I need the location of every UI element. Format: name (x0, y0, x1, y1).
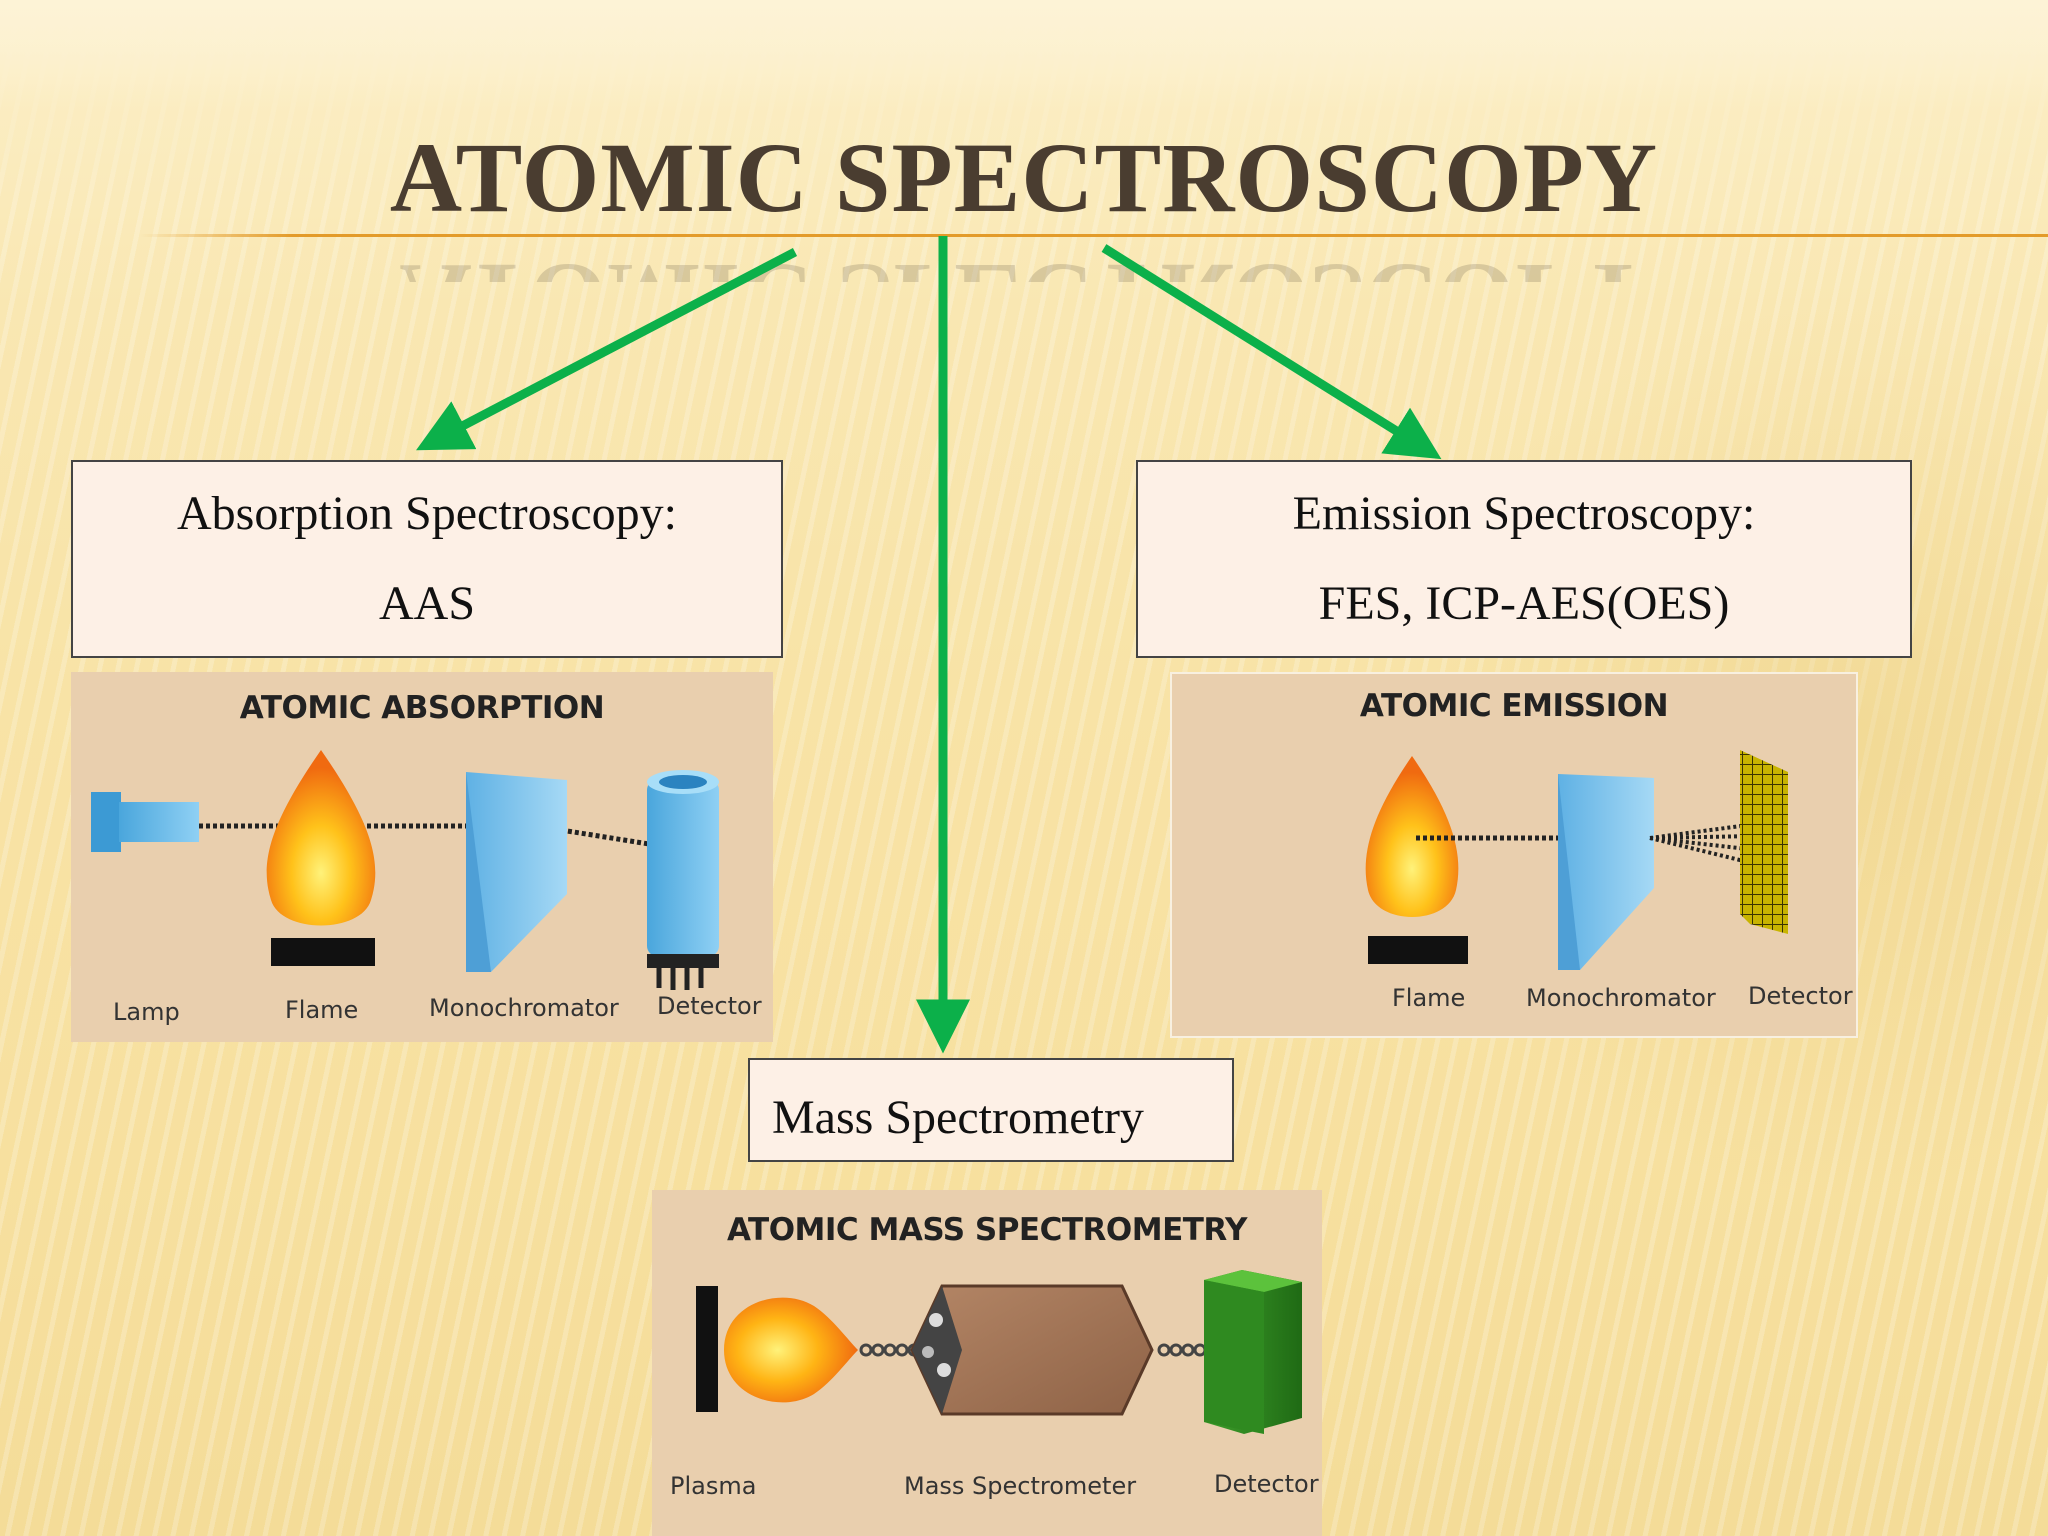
absorption-technique: AAS (378, 577, 476, 630)
flame-label: Flame (285, 996, 359, 1024)
detector-tube-icon (647, 770, 719, 990)
detector-array-icon (1740, 750, 1788, 934)
emission-illustration (1365, 750, 1788, 970)
diagram-title: ATOMIC MASS SPECTROMETRY (726, 1212, 1248, 1248)
diagram-title: ATOMIC ABSORPTION (239, 690, 605, 726)
monochromator-label: Monochromator (429, 994, 619, 1022)
lamp-label: Lamp (113, 998, 180, 1026)
atomic-absorption-diagram: ATOMIC ABSORPTION Lamp Flame Monochromat… (71, 672, 773, 1042)
lamp-icon (91, 792, 199, 852)
page-title: ATOMIC SPECTROSCOPY (389, 122, 1659, 233)
mass-spectrometry-box: Mass Spectrometry (748, 1058, 1234, 1162)
detector-label: Detector (657, 992, 762, 1020)
arrow-to-absorption (416, 248, 798, 451)
absorption-spectroscopy-box: Absorption Spectroscopy: AAS (71, 460, 783, 658)
background-glow (0, 0, 2048, 110)
dispersed-beams (1649, 822, 1757, 866)
atomic-emission-diagram: ATOMIC EMISSION Flame Monochromator Dete… (1170, 672, 1858, 1038)
mass-spectrometer-label: Mass Spectrometer (904, 1472, 1137, 1500)
mass-spectrometry-label: Mass Spectrometry (772, 1091, 1144, 1144)
detector-box-icon (1204, 1270, 1302, 1434)
monochromator-prism-icon (466, 772, 567, 972)
mass-spectrometry-illustration (696, 1270, 1302, 1434)
light-beam-exit (560, 827, 650, 847)
atomic-mass-spectrometry-diagram: ATOMIC MASS SPECTROMETRY Plasma Mass Spe… (652, 1190, 1322, 1536)
plasma-label: Plasma (670, 1472, 757, 1500)
title-underline (140, 234, 2048, 237)
flame-icon (1365, 756, 1468, 964)
plasma-icon (724, 1297, 858, 1403)
absorption-illustration (91, 750, 719, 990)
mass-spectrometer-icon (910, 1284, 1154, 1416)
diagram-title: ATOMIC EMISSION (1359, 688, 1669, 724)
flame-label: Flame (1392, 984, 1466, 1012)
emission-spectroscopy-box: Emission Spectroscopy: FES, ICP-AES(OES) (1136, 460, 1912, 658)
plasma-torch-plate (696, 1286, 718, 1412)
emission-heading: Emission Spectroscopy: (1292, 487, 1756, 540)
emission-techniques: FES, ICP-AES(OES) (1318, 577, 1730, 630)
monochromator-label: Monochromator (1526, 984, 1716, 1012)
flame-icon (266, 750, 376, 966)
detector-label: Detector (1748, 982, 1853, 1010)
monochromator-prism-icon (1558, 774, 1654, 970)
absorption-heading: Absorption Spectroscopy: (177, 487, 677, 540)
detector-label: Detector (1214, 1470, 1319, 1498)
arrow-to-emission (1101, 244, 1442, 460)
